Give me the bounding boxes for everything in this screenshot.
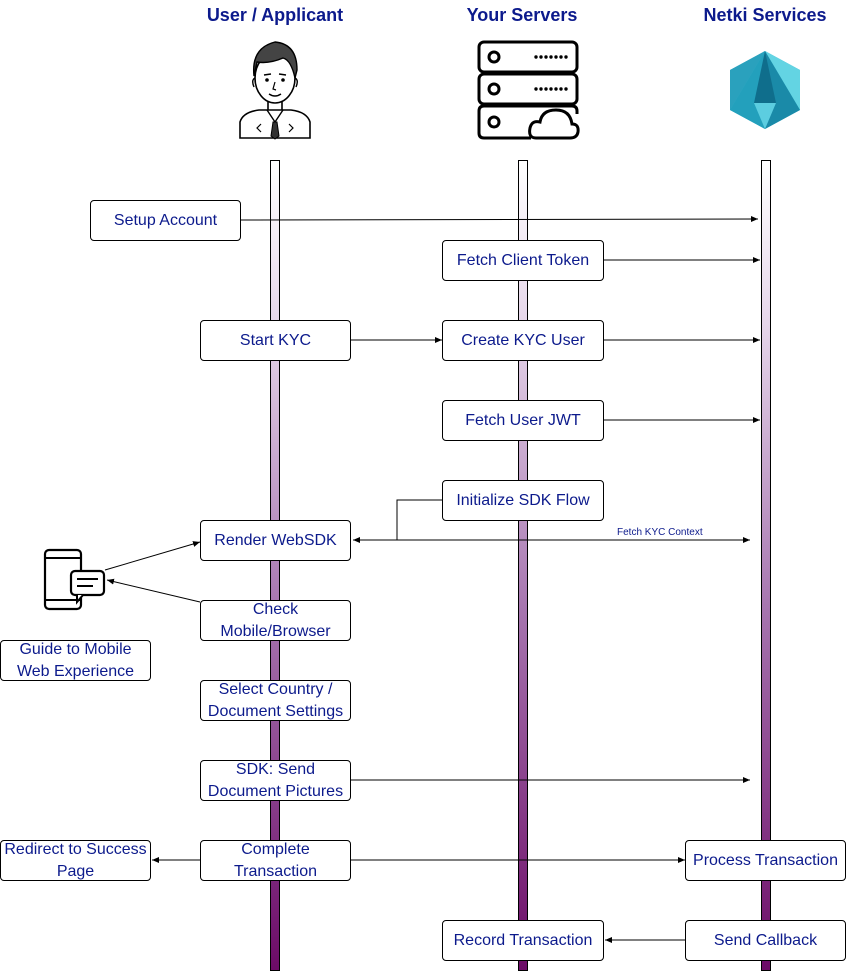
arrow-to-render xyxy=(104,541,201,571)
send-callback-box: Send Callback xyxy=(685,920,846,961)
render-websdk-box: Render WebSDK xyxy=(200,520,351,561)
create-kyc-user-box: Create KYC User xyxy=(442,320,604,361)
fetch-user-jwt-box: Fetch User JWT xyxy=(442,400,604,441)
process-transaction-box: Process Transaction xyxy=(685,840,846,881)
redirect-success-box: Redirect to Success Page xyxy=(0,840,151,881)
setup-account-box: Setup Account xyxy=(90,200,241,241)
record-transaction-box: Record Transaction xyxy=(442,920,604,961)
header-your-servers: Your Servers xyxy=(466,5,578,25)
mobile-phone-icon xyxy=(43,548,106,611)
fetch-client-token-box: Fetch Client Token xyxy=(442,240,604,281)
arrow-initialize-sdk xyxy=(353,499,443,543)
arrow-check-to-mobile xyxy=(106,578,201,603)
server-cloud-icon xyxy=(477,40,580,140)
fetch-kyc-context-label: Fetch KYC Context xyxy=(617,527,703,538)
guide-mobile-web-box: Guide to Mobile Web Experience xyxy=(0,640,151,681)
initialize-sdk-flow-box: Initialize SDK Flow xyxy=(442,480,604,521)
person-avatar-icon xyxy=(239,41,311,140)
send-document-pictures-box: SDK: Send Document Pictures xyxy=(200,760,351,801)
select-country-box: Select Country / Document Settings xyxy=(200,680,351,721)
netki-logo-icon xyxy=(730,51,800,129)
header-user-applicant: User / Applicant xyxy=(206,5,344,25)
complete-transaction-box: Complete Transaction xyxy=(200,840,351,881)
header-netki-services: Netki Services xyxy=(703,5,827,25)
start-kyc-box: Start KYC xyxy=(200,320,351,361)
arrow-setup-account xyxy=(239,216,759,223)
check-mobile-browser-box: Check Mobile/Browser xyxy=(200,600,351,641)
